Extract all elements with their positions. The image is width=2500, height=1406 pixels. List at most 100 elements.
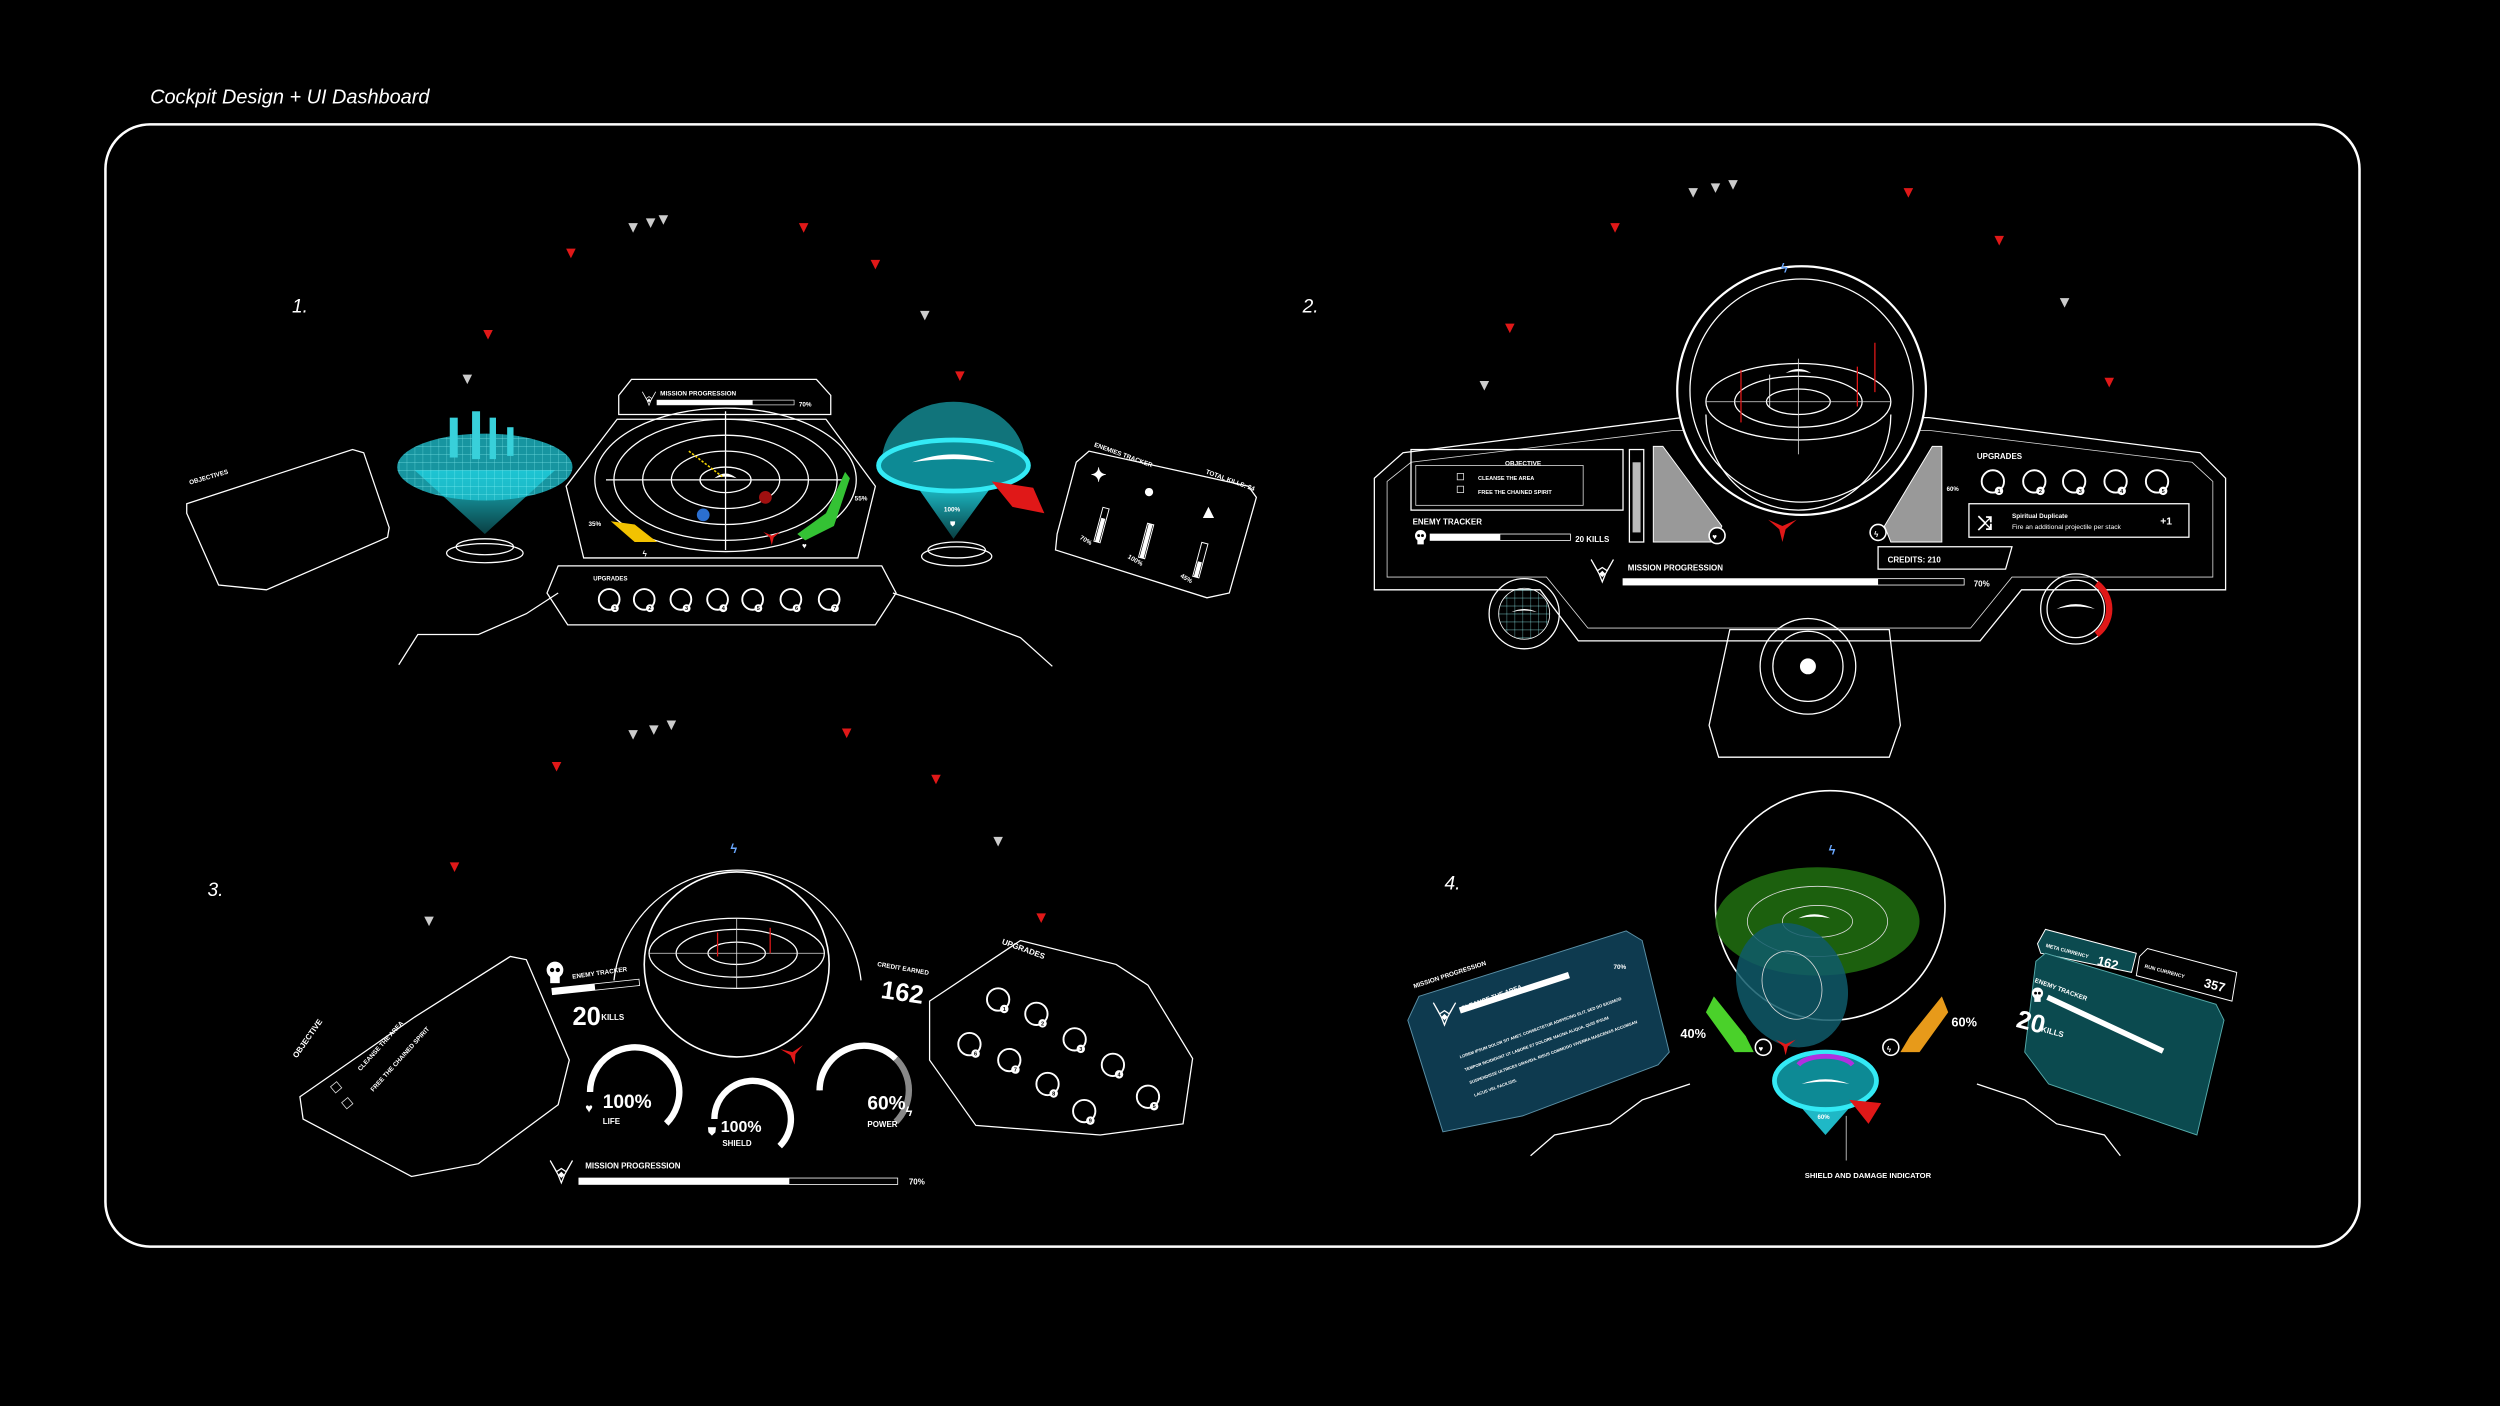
upgrade-slot[interactable]: 5 [741, 588, 764, 612]
upgrade-slot[interactable]: 9 [1072, 1098, 1097, 1125]
upgrade-slot[interactable]: 5 [2144, 469, 2170, 496]
upgrade-slot[interactable]: 3 [669, 588, 693, 612]
globe-radar: ϟ [1714, 789, 1946, 1056]
enemy-type-fill [1139, 523, 1153, 559]
upgrade-slot-number: 3 [1079, 1047, 1082, 1053]
upgrade-slot-ring [986, 987, 1011, 1012]
enemy-type-bar [1093, 506, 1110, 544]
upgrade-slot-number: 1 [1003, 1007, 1006, 1013]
upgrade-slot-badge [1994, 486, 2004, 496]
upgrade-slot[interactable]: 4 [1100, 1052, 1126, 1079]
design-3: 3. OBJECTIVE CLEANSE THE AREA FREE THE C… [207, 841, 1194, 1186]
upgrade-slot-ring [741, 588, 764, 611]
enemy-type-percent: 45% [1179, 573, 1194, 586]
upgrade-slot-badge [1149, 1101, 1159, 1111]
upgrade-slot[interactable]: 7 [997, 1047, 1022, 1074]
enemy-type-bar [1192, 541, 1209, 579]
status-gauges [586, 1042, 912, 1149]
upgrade-slot-badge [719, 604, 728, 613]
heart-icon: ♥ [1759, 1044, 1764, 1053]
radar: 35% 55% ϟ ♥ [588, 407, 868, 558]
upgrade-slot[interactable]: 2 [1024, 1001, 1049, 1028]
power-bar [610, 521, 657, 542]
objective-item: FREE THE CHAINED SPIRIT [1478, 490, 1552, 496]
upgrade-slot[interactable]: 1 [597, 588, 621, 612]
upgrade-slot[interactable]: 2 [2022, 469, 2047, 496]
upgrade-slot-badge [2076, 486, 2085, 496]
minimap [1488, 578, 1560, 650]
run-currency-value: 357 [2202, 975, 2226, 995]
radar-console [565, 418, 877, 559]
design-label: 4. [1444, 874, 1460, 895]
kills-number: 20 [2014, 1005, 2049, 1039]
upgrade-slot-number: 2 [648, 606, 651, 612]
bolt-icon: ϟ [906, 1104, 913, 1119]
life-value: 100% [603, 1092, 652, 1113]
upgrade-slot[interactable]: 3 [1062, 1027, 1087, 1054]
enemy-type-fill [1094, 517, 1106, 543]
objective-checkbox[interactable] [1456, 485, 1465, 493]
design-2: 2. ϟ OBJECTIVE CLEANSE THE AREA FREE THE… [1302, 261, 2227, 758]
upgrade-slot-badge [1011, 1065, 1020, 1074]
life-label: 55% [855, 496, 868, 503]
upgrade-slot-ring [2022, 469, 2047, 494]
enemy-tracker-fill [551, 983, 596, 995]
mission-progression-panel: MISSION PROGRESSION CLEANSE THE AREA 70%… [1407, 930, 1670, 1133]
heart-icon: ♥ [585, 1101, 593, 1116]
upgrade-slot[interactable]: 3 [2062, 469, 2087, 496]
upgrade-slot-number: 3 [2079, 489, 2082, 495]
upgrade-slot-badge [646, 604, 654, 613]
globe-radar: ϟ [613, 841, 862, 1067]
shield-value: 100% [721, 1119, 762, 1136]
mission-title: MISSION PROGRESSION [1628, 564, 1723, 573]
total-kills: TOTAL KILLS: 24 [1205, 469, 1256, 493]
upgrade-slot[interactable]: 1 [986, 987, 1011, 1014]
mission-title: MISSION PROGRESSION [660, 390, 736, 397]
upgrade-slot[interactable]: 6 [779, 588, 803, 612]
objective-checkbox[interactable] [341, 1097, 354, 1110]
upgrade-slot-ring [632, 588, 656, 611]
heart-icon: ♥ [802, 541, 807, 550]
shield-damage-indicator: 60% SHIELD AND DAMAGE INDICATOR [1772, 1049, 1932, 1180]
shield-name: SHIELD [722, 1139, 751, 1148]
upgrade-slot-ring [2144, 469, 2170, 494]
upgrade-slot[interactable]: 4 [2103, 469, 2128, 496]
enemies-tracker-panel: ENEMIES TRACKER TOTAL KILLS: 24 ✦ ● ▲ 70… [1054, 442, 1258, 599]
upgrade-slot-badge [2036, 486, 2045, 496]
shark-icon: ▲ [1199, 502, 1218, 523]
upgrade-slot-number: 7 [833, 606, 836, 612]
objective-checkbox[interactable] [329, 1081, 343, 1094]
objective-item: CLEANSE THE AREA [1478, 476, 1534, 482]
upgrade-slot[interactable]: 2 [632, 588, 656, 613]
upgrade-slot-number: 1 [1997, 489, 2000, 495]
upgrade-slot-number: 6 [795, 606, 798, 612]
upgrade-slot[interactable]: 8 [1035, 1071, 1060, 1098]
upgrade-slot[interactable]: 7 [817, 588, 841, 612]
upgrade-slot[interactable]: 6 [957, 1032, 982, 1058]
enemy-tracker-title: ENEMY TRACKER [572, 966, 628, 981]
power-label: 60% [1951, 1015, 1977, 1030]
upgrade-slot-badge [1086, 1116, 1095, 1125]
objective-checkbox[interactable] [1456, 473, 1465, 481]
enemy-tracker-fill [1430, 534, 1501, 541]
design-4: 4. ϟ ♥ 40% ϟ 60% 60% [1407, 789, 2238, 1180]
upgrades-title: UPGRADES [593, 576, 627, 582]
upgrade-slot[interactable]: 4 [706, 588, 729, 613]
mission-progress-fill [656, 400, 753, 405]
upgrade-slot-ring [2103, 469, 2128, 494]
gauge-life [586, 1044, 683, 1126]
upgrade-slot[interactable]: 5 [1135, 1084, 1161, 1111]
upgrade-slot-number: 3 [685, 606, 688, 612]
upgrade-slot-ring [1135, 1084, 1161, 1109]
spirit-arrows-icon: ⤨ [1977, 513, 1992, 534]
upgrade-slot[interactable]: 1 [1980, 469, 2005, 496]
enemy-type-fill [1193, 561, 1202, 578]
design-label: 1. [292, 296, 308, 317]
upgrade-slot-badge [2117, 486, 2126, 496]
objective-box: OBJECTIVE CLEANSE THE AREA FREE THE CHAI… [1410, 448, 1624, 511]
svg-text:ϟ: ϟ [730, 841, 737, 856]
wasp-icon: ✦ [1091, 465, 1107, 486]
credit-title: CREDIT EARNED [877, 961, 930, 977]
upgrade-slot-number: 2 [1041, 1021, 1044, 1027]
